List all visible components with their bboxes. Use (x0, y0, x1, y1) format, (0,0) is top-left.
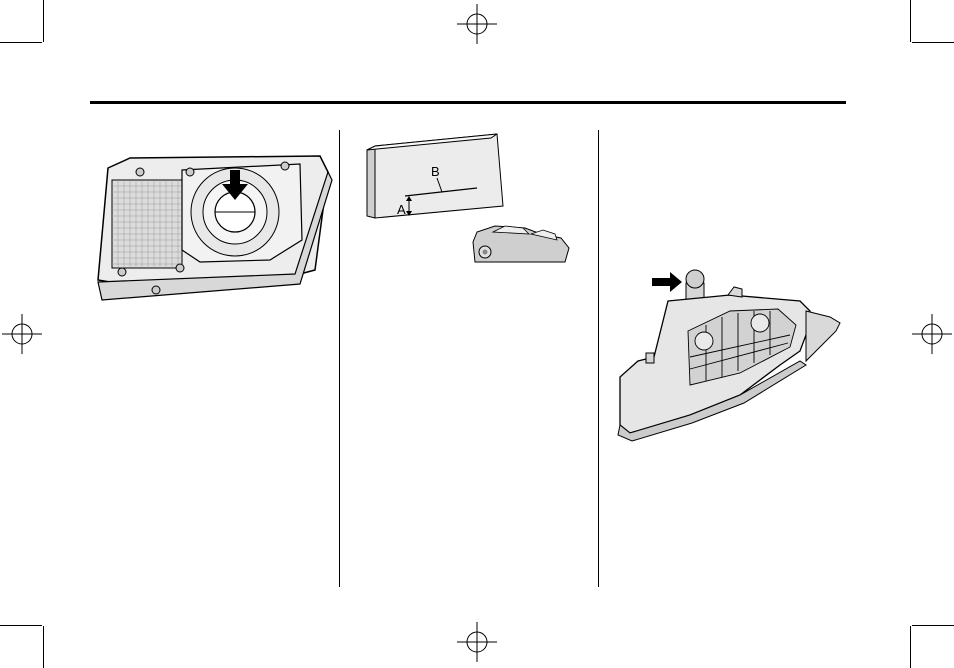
registration-mark-top (457, 4, 497, 44)
crop-mark-tr-horizontal (912, 42, 954, 43)
registration-mark-right (912, 314, 952, 354)
headlamp-aim-figure (90, 150, 330, 305)
label-a: A (397, 202, 406, 217)
crop-mark-tl-horizontal (0, 42, 42, 43)
headlamp-assembly-figure (610, 265, 850, 445)
column-divider-2 (598, 130, 599, 587)
registration-mark-bottom (457, 622, 497, 662)
registration-mark-left (2, 314, 42, 354)
column-divider-1 (339, 130, 340, 587)
crop-mark-tr-vertical (910, 0, 911, 42)
arrow-right-icon (652, 272, 682, 292)
label-b: B (431, 164, 440, 179)
crop-mark-bl-horizontal (0, 625, 42, 626)
crop-mark-tl-vertical (43, 0, 44, 42)
header-rule (90, 101, 846, 104)
crop-mark-bl-vertical (43, 626, 44, 668)
crop-mark-br-vertical (910, 626, 911, 668)
aiming-screen-figure: B A (365, 130, 575, 265)
crop-mark-br-horizontal (912, 625, 954, 626)
car-illustration (473, 226, 569, 262)
